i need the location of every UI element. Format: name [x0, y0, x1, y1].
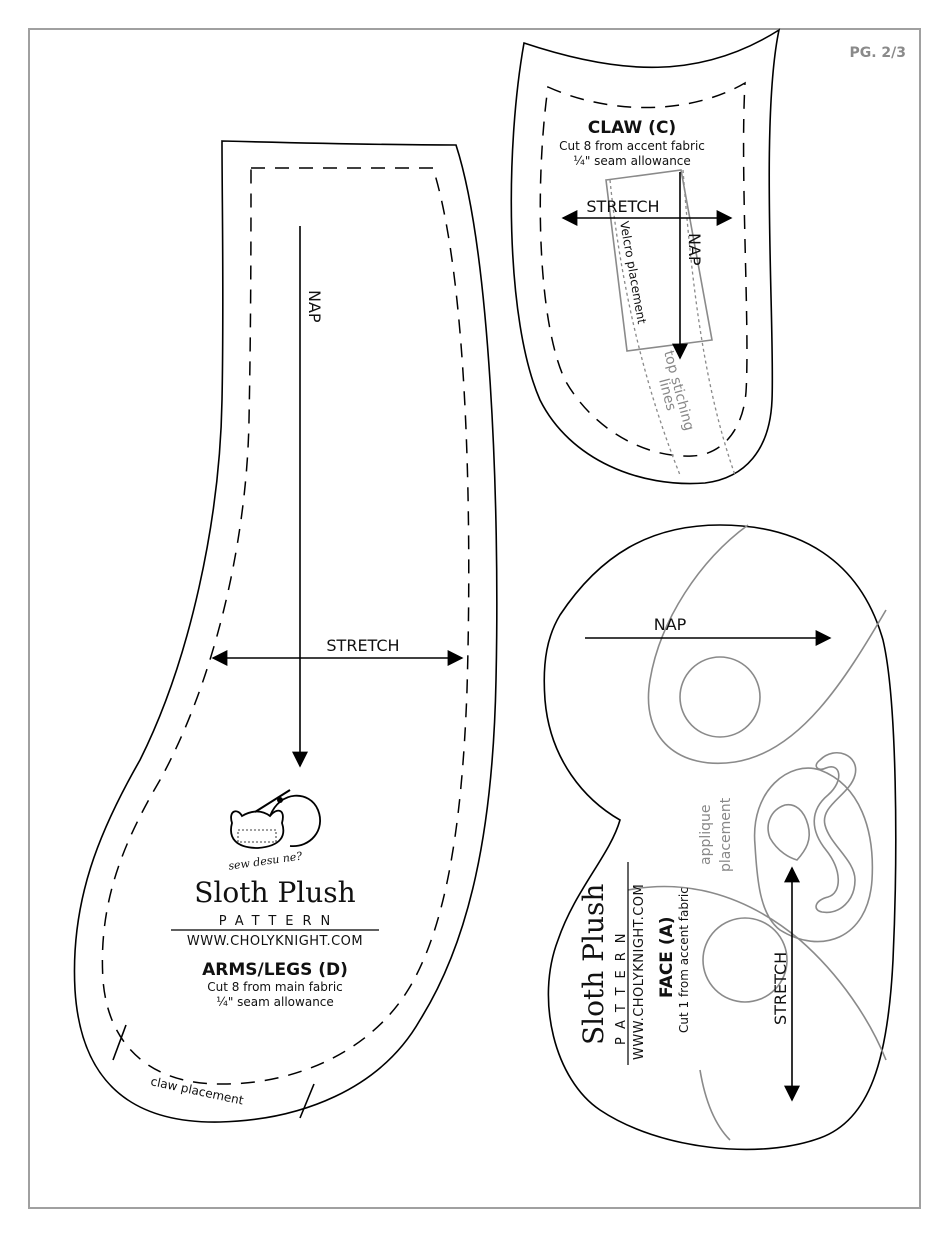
- page-number: PG. 2/3: [849, 45, 906, 61]
- velcro-placement-box: [605, 169, 713, 352]
- claw-seam-text: ¼" seam allowance: [573, 154, 691, 168]
- claw-stretch-label: STRETCH: [586, 197, 659, 216]
- face-eye-left: [679, 656, 761, 738]
- face-piece: NAP STRETCH applique placement Sloth Plu…: [543, 524, 897, 1151]
- face-applique-label-2: placement: [718, 797, 734, 872]
- face-pattern-word: PATTERN: [614, 924, 629, 1045]
- arms-nap-label: NAP: [305, 290, 324, 323]
- arms-seam-line: [101, 167, 470, 1085]
- face-brand-title: Sloth Plush: [577, 884, 610, 1045]
- face-mask-line: [699, 1069, 731, 1141]
- arms-stretch-label: STRETCH: [326, 636, 399, 655]
- claw-placement-label: claw placement: [149, 1074, 245, 1107]
- sew-desu-ne-logo: sew desu ne?: [228, 789, 321, 873]
- face-outline: [543, 524, 897, 1151]
- arms-url: WWW.CHOLYKNIGHT.COM: [187, 934, 363, 949]
- arms-title: ARMS/LEGS (D): [202, 960, 348, 980]
- face-mouth: [813, 751, 857, 914]
- page-frame: [28, 28, 921, 1209]
- face-url: WWW.CHOLYKNIGHT.COM: [632, 884, 647, 1060]
- arms-legs-piece: claw placement NAP STRETCH sew desu ne? …: [73, 140, 498, 1123]
- arms-seam-text: ¼" seam allowance: [216, 995, 334, 1009]
- claw-seam-line: [539, 81, 748, 457]
- arms-brand-title: Sloth Plush: [194, 876, 355, 909]
- claw-nap-label: NAP: [685, 233, 704, 266]
- claw-outline: [510, 28, 781, 485]
- logo-text: sew desu ne?: [228, 850, 304, 873]
- face-stretch-label: STRETCH: [771, 952, 790, 1025]
- claw-placement-tick: [299, 1083, 315, 1119]
- face-mask-line: [647, 524, 887, 764]
- face-title: FACE (A): [657, 916, 677, 998]
- claw-cut-text: Cut 8 from accent fabric: [559, 139, 705, 153]
- arms-pattern-word: PATTERN: [219, 914, 340, 929]
- claw-topstitch-line: [609, 179, 681, 476]
- face-cut-text: Cut 1 from accent fabric: [677, 887, 691, 1033]
- face-nose-area: [753, 767, 874, 943]
- face-applique-label: applique: [698, 804, 714, 865]
- arms-cut-text: Cut 8 from main fabric: [207, 980, 343, 994]
- arms-outline: [73, 140, 498, 1123]
- claw-piece: CLAW (C) Cut 8 from accent fabric ¼" sea…: [510, 28, 781, 485]
- claw-title: CLAW (C): [588, 118, 676, 138]
- face-nose: [767, 803, 811, 861]
- claw-placement-tick: [112, 1024, 127, 1061]
- face-nap-label: NAP: [654, 615, 687, 634]
